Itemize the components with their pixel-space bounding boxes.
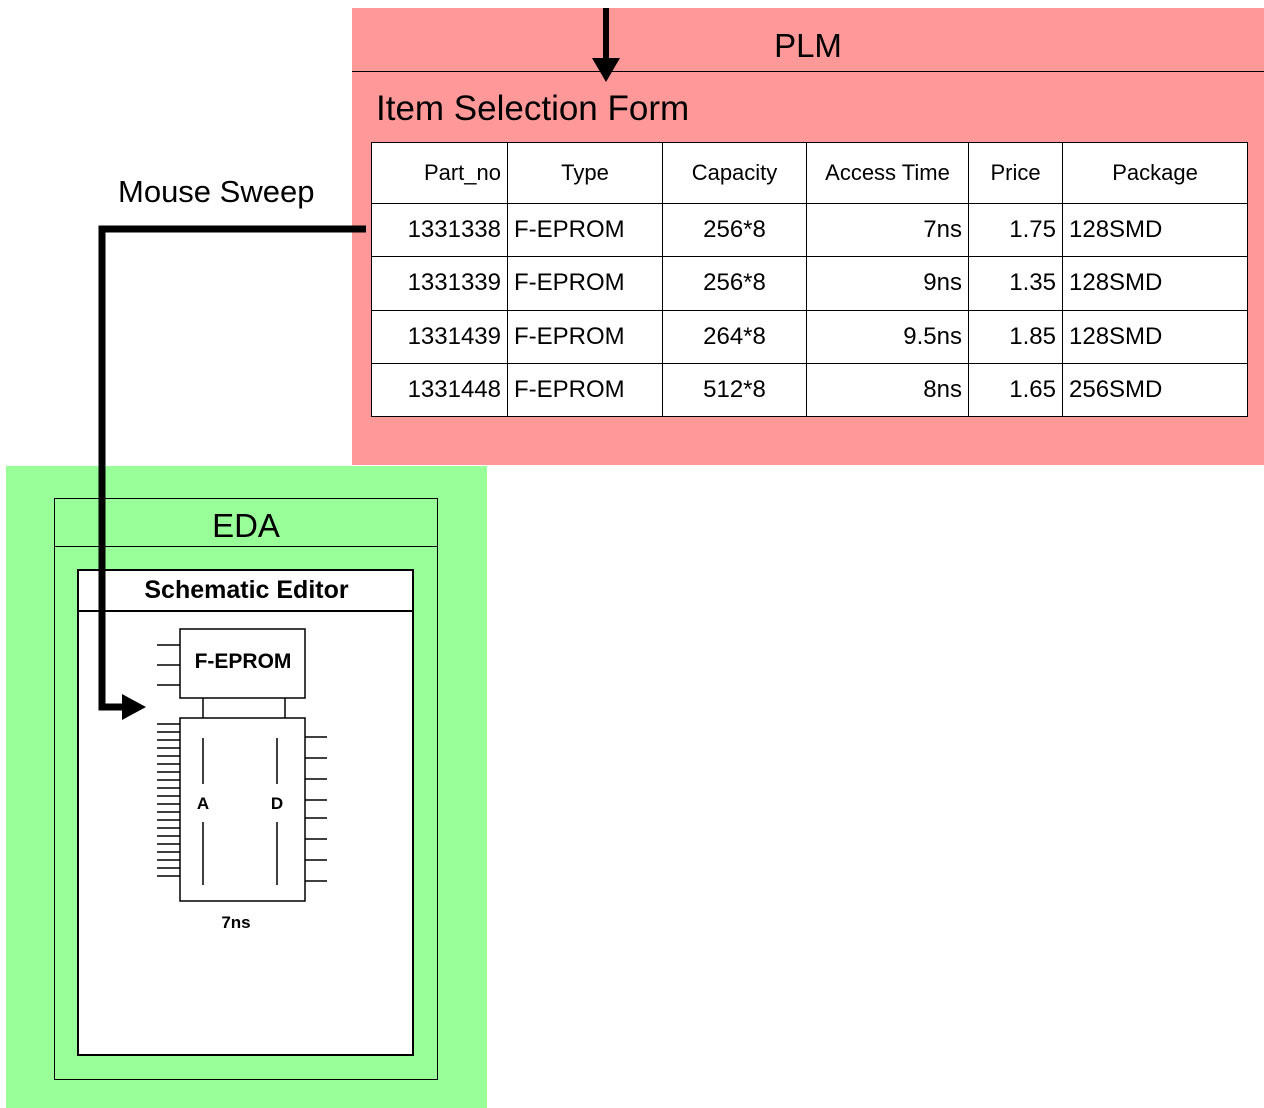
- column-header-capacity[interactable]: Capacity: [662, 142, 807, 204]
- data-pins: [305, 736, 327, 882]
- table-row[interactable]: 1331439 F-EPROM 264*8 9.5ns 1.85 128SMD: [371, 309, 1248, 364]
- cell-type: F-EPROM: [507, 202, 663, 258]
- cell-type: F-EPROM: [507, 362, 663, 418]
- schematic-editor-divider: [79, 610, 414, 612]
- column-header-package[interactable]: Package: [1062, 142, 1248, 204]
- cell-price: 1.65: [968, 362, 1063, 418]
- address-pins: [157, 723, 180, 877]
- item-selection-table: Part_no Type Capacity Access Time Price …: [371, 142, 1248, 418]
- f-eprom-component[interactable]: [157, 628, 327, 902]
- component-name: F-EPROM: [195, 650, 292, 673]
- cell-capacity: 512*8: [662, 362, 807, 418]
- table-row[interactable]: 1331448 F-EPROM 512*8 8ns 1.65 256SMD: [371, 362, 1248, 418]
- cell-price: 1.75: [968, 202, 1063, 258]
- cell-price: 1.35: [968, 256, 1063, 311]
- cell-access-time: 9.5ns: [806, 309, 969, 364]
- cell-package: 128SMD: [1062, 309, 1248, 364]
- item-selection-form-title: Item Selection Form: [376, 89, 690, 128]
- cell-capacity: 256*8: [662, 202, 807, 258]
- component-body: [179, 717, 306, 902]
- schematic-editor-title: Schematic Editor: [144, 576, 349, 604]
- cell-capacity: 264*8: [662, 309, 807, 364]
- column-header-part-no[interactable]: Part_no: [371, 142, 508, 204]
- cell-part-no: 1331439: [371, 309, 508, 364]
- data-bus-label: D: [271, 794, 283, 813]
- cell-access-time: 7ns: [806, 202, 969, 258]
- plm-title: PLM: [774, 27, 842, 64]
- eda-divider: [54, 546, 438, 547]
- eda-title: EDA: [212, 507, 280, 544]
- column-header-price[interactable]: Price: [968, 142, 1063, 204]
- column-header-access-time[interactable]: Access Time: [806, 142, 969, 204]
- incoming-arrow: [592, 8, 620, 82]
- table-row[interactable]: 1331338 F-EPROM 256*8 7ns 1.75 128SMD: [371, 202, 1248, 258]
- eda-frame: [54, 498, 438, 1080]
- cell-package: 128SMD: [1062, 202, 1248, 258]
- cell-part-no: 1331339: [371, 256, 508, 311]
- address-bus-label: A: [197, 794, 209, 813]
- cell-access-time: 8ns: [806, 362, 969, 418]
- cell-part-no: 1331448: [371, 362, 508, 418]
- table-header-row: Part_no Type Capacity Access Time Price …: [371, 142, 1248, 204]
- cell-package: 256SMD: [1062, 362, 1248, 418]
- mouse-sweep-arrow: [98, 225, 366, 720]
- mouse-sweep-label: Mouse Sweep: [118, 174, 315, 209]
- component-header-block: [179, 628, 306, 699]
- component-timing-label: 7ns: [221, 913, 250, 932]
- column-header-type[interactable]: Type: [507, 142, 663, 204]
- plm-divider: [352, 71, 1264, 72]
- cell-part-no: 1331338: [371, 202, 508, 258]
